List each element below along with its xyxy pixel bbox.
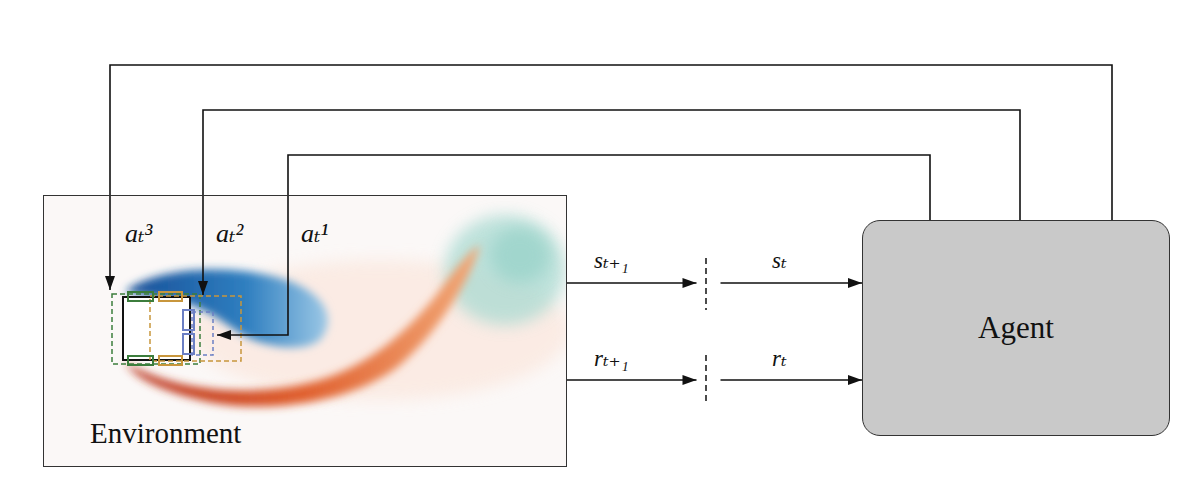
green-actuator	[128, 356, 153, 365]
action-arrow	[217, 155, 930, 335]
arrowhead	[683, 278, 697, 288]
environment-label: Environment	[90, 417, 241, 450]
teal-core	[490, 227, 550, 283]
state-label: sₜ₊₁	[594, 248, 629, 273]
bluff-body	[123, 297, 190, 360]
arrowhead	[683, 375, 697, 385]
reward-label: rₜ	[772, 346, 787, 371]
blue-actuator	[183, 334, 194, 354]
reward-label: rₜ₊₁	[594, 346, 629, 371]
state-label: sₜ	[772, 248, 787, 273]
agent-box: Agent	[862, 220, 1170, 436]
orange-region	[150, 296, 241, 361]
flow-field	[44, 196, 566, 466]
action-label: aₜ²	[216, 220, 243, 249]
time-step-divider	[705, 258, 707, 310]
green-region	[112, 294, 200, 364]
agent-label: Agent	[978, 310, 1054, 346]
orange-actuator	[159, 292, 182, 301]
feedback-arrow	[567, 282, 862, 284]
blue-actuator	[183, 310, 194, 330]
action-label: aₜ³	[125, 220, 152, 249]
action-label: aₜ¹	[301, 220, 328, 249]
green-actuator	[128, 292, 153, 301]
feedback-arrow	[567, 379, 862, 381]
time-step-divider	[705, 355, 707, 405]
orange-actuator	[159, 356, 182, 365]
blue-region	[192, 312, 213, 355]
